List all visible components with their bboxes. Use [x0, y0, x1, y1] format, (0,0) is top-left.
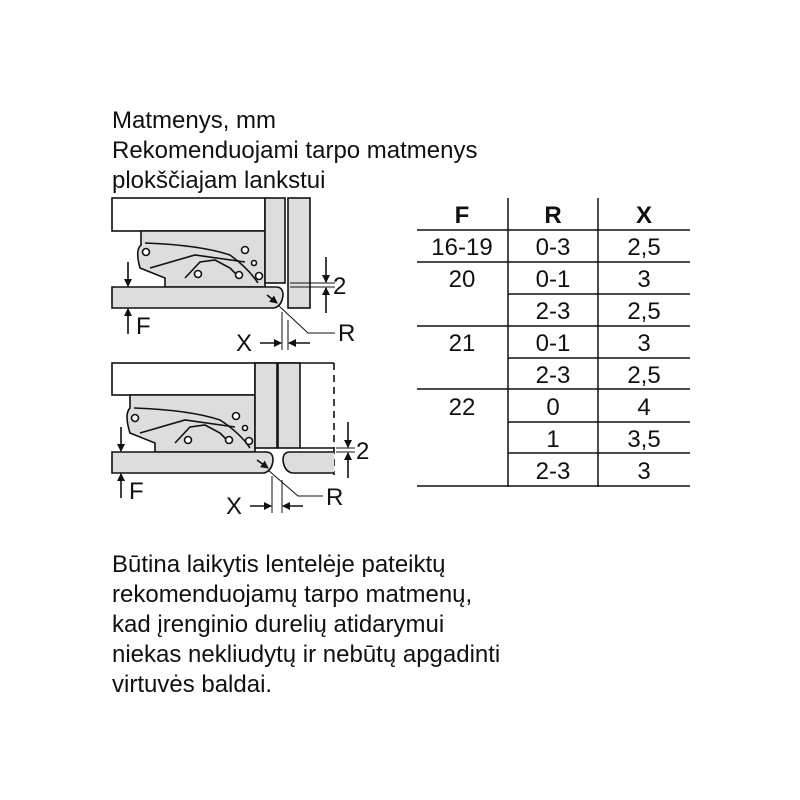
heading-line: Rekomenduojami tarpo matmenys — [112, 137, 478, 164]
label-f-top: F — [136, 313, 151, 340]
table-cell: 0-1 — [536, 266, 571, 293]
warning-paragraph: Būtina laikytis lentelėje pateiktų rekom… — [112, 550, 500, 700]
table-cell: 2-3 — [536, 362, 571, 389]
table-cell: 0-1 — [536, 330, 571, 357]
table-cell: 3 — [637, 266, 650, 293]
table-header: R — [544, 202, 561, 229]
diagram-top — [111, 197, 335, 350]
table-cell: 1 — [546, 426, 559, 453]
label-gap-bottom: 2 — [356, 438, 369, 465]
table-cell: 2,5 — [627, 234, 660, 261]
label-f-bottom: F — [129, 478, 144, 505]
table-cell: 16-19 — [431, 234, 492, 261]
table-header: X — [636, 202, 652, 229]
table-cell: 4 — [637, 394, 650, 421]
table-cell: 22 — [449, 394, 476, 421]
table-header: F — [455, 202, 470, 229]
table-cell: 2-3 — [536, 298, 571, 325]
paragraph-line: Būtina laikytis lentelėje pateiktų — [112, 551, 446, 578]
heading-line: Matmenys, mm — [112, 107, 277, 134]
label-x-top: X — [236, 330, 252, 357]
heading-line: plokščiajam lankstui — [112, 167, 326, 194]
table-cell: 3 — [637, 458, 650, 485]
heading: Matmenys, mm Rekomenduojami tarpo matmen… — [112, 106, 478, 196]
table-cell: 3,5 — [627, 426, 660, 453]
label-r-bottom: R — [326, 484, 343, 511]
label-gap-top: 2 — [333, 273, 346, 300]
table-cell: 2-3 — [536, 458, 571, 485]
paragraph-line: virtuvės baldai. — [112, 671, 273, 698]
table-cell: 20 — [449, 266, 476, 293]
paragraph-line: kad įrenginio durelių atidarymui — [112, 611, 445, 638]
gap-table: F R X 16-19 0-3 2,5 20 0-1 3 2-3 2,5 21 0-1 3 2-3 2,5 22… — [417, 198, 690, 487]
label-r-top: R — [338, 320, 355, 347]
table-cell: 2,5 — [627, 298, 660, 325]
table-cell: 21 — [449, 330, 476, 357]
diagram-bottom — [111, 362, 355, 513]
table-cell: 0 — [546, 394, 559, 421]
paragraph-line: niekas nekliudytų ir nebūtų apgadinti — [112, 641, 501, 668]
table-cell: 3 — [637, 330, 650, 357]
table-cell: 2,5 — [627, 362, 660, 389]
paragraph-line: rekomenduojamų tarpo matmenų, — [112, 581, 473, 608]
table-cell: 0-3 — [536, 234, 571, 261]
label-x-bottom: X — [226, 493, 242, 520]
